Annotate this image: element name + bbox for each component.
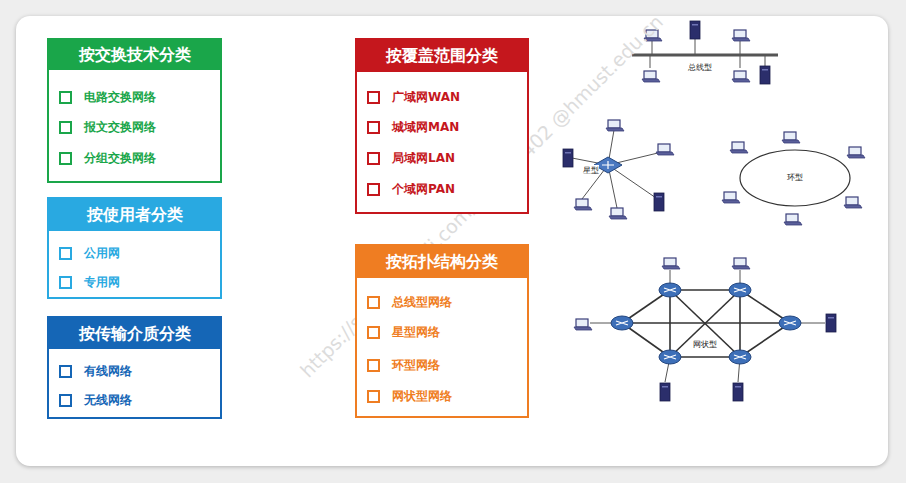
star-topology <box>563 120 674 219</box>
item-text: 广域网WAN <box>392 89 460 106</box>
category-item: 公用网 <box>59 245 120 261</box>
topology-label: 网状型 <box>693 339 717 350</box>
checkbox-symbol <box>367 390 380 403</box>
topology-label: 星型 <box>583 165 599 176</box>
checkbox-symbol <box>59 394 72 407</box>
item-text: 个域网PAN <box>392 181 455 198</box>
category-item: 总线型网络 <box>367 294 452 310</box>
item-text: 网状型网络 <box>392 388 452 405</box>
category-box: 按传输介质分类有线网络无线网络 <box>47 316 222 419</box>
category-box: 按拓扑结构分类总线型网络星型网络环型网络网状型网络 <box>355 244 529 418</box>
item-text: 报文交换网络 <box>84 119 156 136</box>
checkbox-symbol <box>59 276 72 289</box>
ring-topology <box>722 132 865 225</box>
category-item: 城域网MAN <box>367 119 459 135</box>
category-heading: 按使用者分类 <box>49 199 220 231</box>
category-item: 有线网络 <box>59 363 132 379</box>
item-text: 城域网MAN <box>392 119 459 136</box>
ring-label: 环型 <box>738 172 852 183</box>
category-item: 电路交换网络 <box>59 89 156 105</box>
category-heading: 按拓扑结构分类 <box>357 246 527 278</box>
item-text: 无线网络 <box>84 392 132 409</box>
ring-ellipse: 环型 <box>738 148 852 208</box>
checkbox-symbol <box>367 152 380 165</box>
category-item: 星型网络 <box>367 324 440 340</box>
checkbox-symbol <box>367 359 380 372</box>
category-heading: 按交换技术分类 <box>49 40 220 70</box>
category-item: 网状型网络 <box>367 388 452 404</box>
checkbox-symbol <box>59 121 72 134</box>
category-heading: 按传输介质分类 <box>49 318 220 349</box>
category-item: 专用网 <box>59 274 120 290</box>
checkbox-symbol <box>59 152 72 165</box>
category-item: 广域网WAN <box>367 89 460 105</box>
category-item: 环型网络 <box>367 357 440 373</box>
mesh-topology <box>574 258 836 401</box>
checkbox-symbol <box>59 91 72 104</box>
category-item: 个域网PAN <box>367 181 455 197</box>
checkbox-symbol <box>59 365 72 378</box>
item-text: 环型网络 <box>392 357 440 374</box>
category-box: 按使用者分类公用网专用网 <box>47 197 222 299</box>
item-text: 电路交换网络 <box>84 89 156 106</box>
item-text: 局域网LAN <box>392 150 455 167</box>
checkbox-symbol <box>367 296 380 309</box>
item-text: 星型网络 <box>392 324 440 341</box>
category-item: 分组交换网络 <box>59 150 156 166</box>
checkbox-symbol <box>367 183 380 196</box>
category-item: 局域网LAN <box>367 150 455 166</box>
item-text: 公用网 <box>84 245 120 262</box>
category-heading: 按覆盖范围分类 <box>357 40 527 72</box>
category-item: 无线网络 <box>59 392 132 408</box>
item-text: 总线型网络 <box>392 294 452 311</box>
item-text: 有线网络 <box>84 363 132 380</box>
checkbox-symbol <box>367 121 380 134</box>
checkbox-symbol <box>367 91 380 104</box>
item-text: 分组交换网络 <box>84 150 156 167</box>
category-box: 按交换技术分类电路交换网络报文交换网络分组交换网络 <box>47 38 222 183</box>
topology-label: 总线型 <box>688 62 712 73</box>
checkbox-symbol <box>367 326 380 339</box>
checkbox-symbol <box>59 247 72 260</box>
category-item: 报文交换网络 <box>59 119 156 135</box>
item-text: 专用网 <box>84 274 120 291</box>
category-box: 按覆盖范围分类广域网WAN 城域网MAN 局域网LAN 个域网PAN <box>355 38 529 214</box>
